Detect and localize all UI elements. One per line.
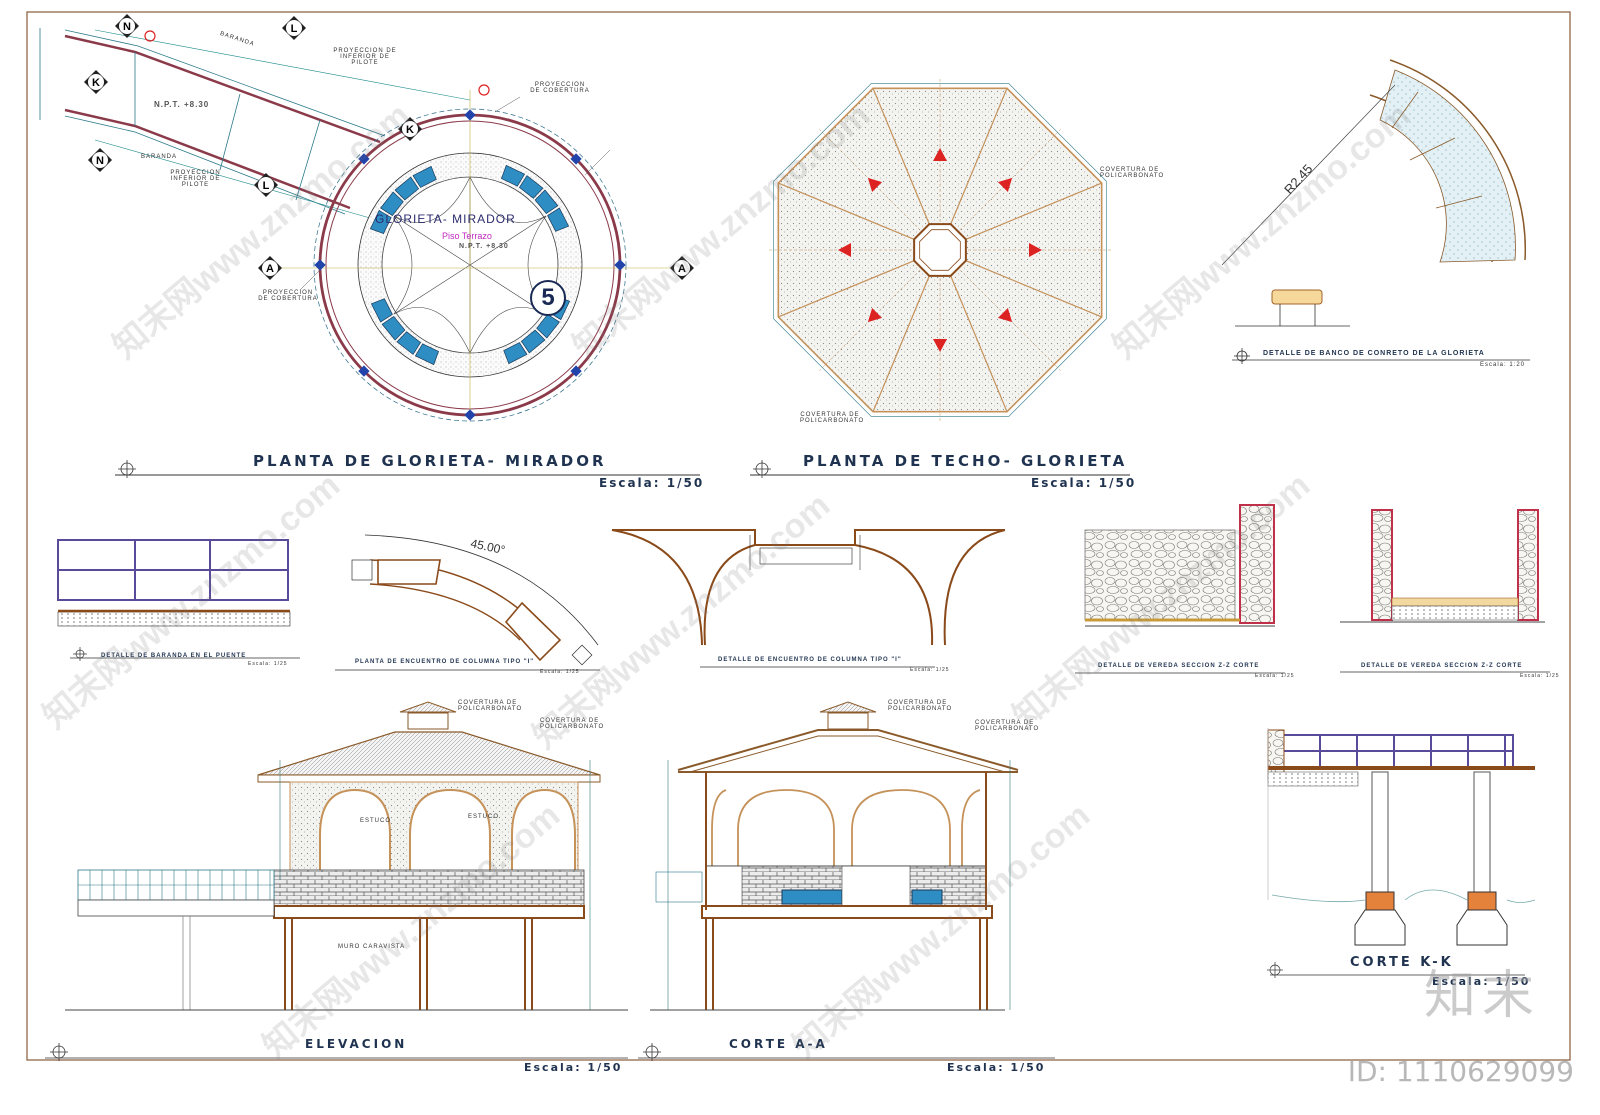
title-elevacion: ELEVACION	[305, 1037, 408, 1051]
sheet-border	[26, 11, 1571, 1061]
sec-mark-k2: K	[406, 124, 414, 136]
detail-vereda-2	[1340, 509, 1550, 673]
elev-cover-2: COVERTURA DE POLICARBONATO	[540, 718, 605, 730]
title-encuentro-detalle: DETALLE DE ENCUENTRO DE COLUMNA TIPO "I"	[718, 657, 902, 663]
banco-radius: R2.45	[1281, 161, 1315, 197]
title-corte-aa: CORTE A-A	[729, 1037, 828, 1051]
npt-main: N.P.T. +8.30	[154, 100, 210, 109]
proj-cobertura-top: PROYECCION DE COBERTURA	[530, 82, 590, 94]
detail-banco: R2.45	[1221, 59, 1530, 364]
title-encuentro-planta: PLANTA DE ENCUENTRO DE COLUMNA TIPO "I"	[355, 659, 535, 665]
site-logo: 知末	[1423, 966, 1540, 1026]
title-banco: DETALLE DE BANCO DE CONRETO DE LA GLORIE…	[1263, 350, 1485, 357]
techo-cover-bottom: COVERTURA DE POLICARBONATO	[800, 412, 865, 424]
sec-mark-l2: L	[263, 180, 270, 192]
elev-estuco-1: ESTUCO	[360, 818, 392, 824]
npt-center: N.P.T. +8.30	[459, 243, 509, 250]
scale-banco: Escala: 1:20	[1480, 362, 1526, 368]
techo-cover-right: COVERTURA DE POLICARBONATO	[1100, 167, 1165, 179]
plan-techo	[750, 78, 1130, 478]
elevation	[45, 701, 628, 1061]
title-planta-techo: PLANTA DE TECHO- GLORIETA	[803, 452, 1128, 470]
elev-muro: MURO CARAVISTA	[338, 944, 406, 950]
title-vereda-2: DETALLE DE VEREDA SECCION Z-Z CORTE	[1361, 663, 1523, 669]
plan-glorieta: N N K K L L A A	[39, 14, 700, 478]
title-corte-kk: CORTE K-K	[1350, 955, 1454, 970]
bridge-label-bottom: BARANDA	[141, 154, 178, 160]
scale-elevacion: Escala: 1/50	[524, 1061, 623, 1074]
aa-cover-1: COVERTURA DE POLICARBONATO	[888, 700, 953, 712]
sec-mark-k1: K	[92, 77, 100, 89]
scale-planta-techo: Escala: 1/50	[1031, 476, 1137, 490]
proj-pilote-top: PROYECCION DE INFERIOR DE PILOTE	[333, 48, 397, 66]
section-aa	[638, 701, 1055, 1061]
sec-mark-a2: A	[678, 263, 686, 275]
scale-encuentro-planta: Escala: 1/25	[540, 669, 580, 675]
detail-encuentro-planta: 45.00°	[335, 534, 600, 671]
floor-label: Piso Terrazo	[442, 231, 492, 241]
scale-planta-glorieta: Escala: 1/50	[599, 476, 705, 490]
glorieta-inner-label: GLORIETA- MIRADOR	[375, 212, 516, 226]
proj-cobertura-left: PROYECCION DE COBERTURA	[258, 290, 318, 302]
proj-pilote-bottom: PROYECCION INFERIOR DE PILOTE	[170, 170, 221, 188]
sec-mark-l1: L	[291, 23, 298, 35]
detail-encuentro	[611, 529, 1006, 668]
scale-baranda: Escala: 1/25	[248, 661, 288, 667]
plan-badge: 5	[530, 280, 566, 316]
scale-vereda-1: Escala: 1/25	[1255, 673, 1295, 679]
detail-vereda-1	[1075, 504, 1285, 674]
title-planta-glorieta: PLANTA DE GLORIETA- MIRADOR	[253, 452, 607, 470]
elev-cover-1: COVERTURA DE POLICARBONATO	[458, 700, 523, 712]
aa-cover-2: COVERTURA DE POLICARBONATO	[975, 720, 1040, 732]
scale-corte-kk: Escala: 1/50	[1432, 975, 1531, 988]
title-baranda: DETALLE DE BARANDA EN EL PUENTE	[101, 653, 247, 659]
sec-mark-n2: N	[96, 155, 104, 167]
scale-corte-aa: Escala: 1/50	[947, 1061, 1046, 1074]
scale-encuentro-detalle: Escala: 1/25	[910, 667, 950, 673]
elev-estuco-2: ESTUCO	[468, 814, 500, 820]
title-vereda-1: DETALLE DE VEREDA SECCION Z-Z CORTE	[1098, 663, 1260, 669]
section-kk	[1267, 728, 1536, 978]
detail-baranda	[57, 539, 300, 661]
sec-mark-n1: N	[123, 21, 131, 33]
image-id: ID: 1110629099	[1347, 1055, 1574, 1088]
sec-mark-a1: A	[266, 263, 274, 275]
scale-vereda-2: Escala: 1/25	[1520, 673, 1560, 679]
